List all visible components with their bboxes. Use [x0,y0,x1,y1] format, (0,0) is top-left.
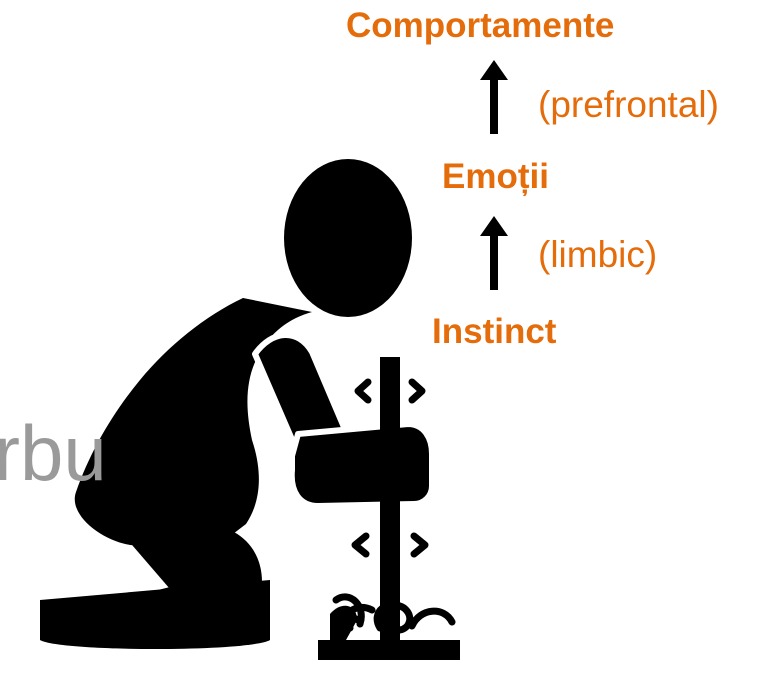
up-arrow-icon [480,60,508,134]
label-instinct: Instinct [432,312,557,351]
label-comportamente: Comportamente [346,6,615,45]
watermark-text: rbu [0,409,107,497]
up-arrow-icon [480,216,508,290]
label-limbic: (limbic) [538,234,658,275]
label-emotii: Emoții [442,157,549,196]
label-prefrontal: (prefrontal) [538,84,719,125]
